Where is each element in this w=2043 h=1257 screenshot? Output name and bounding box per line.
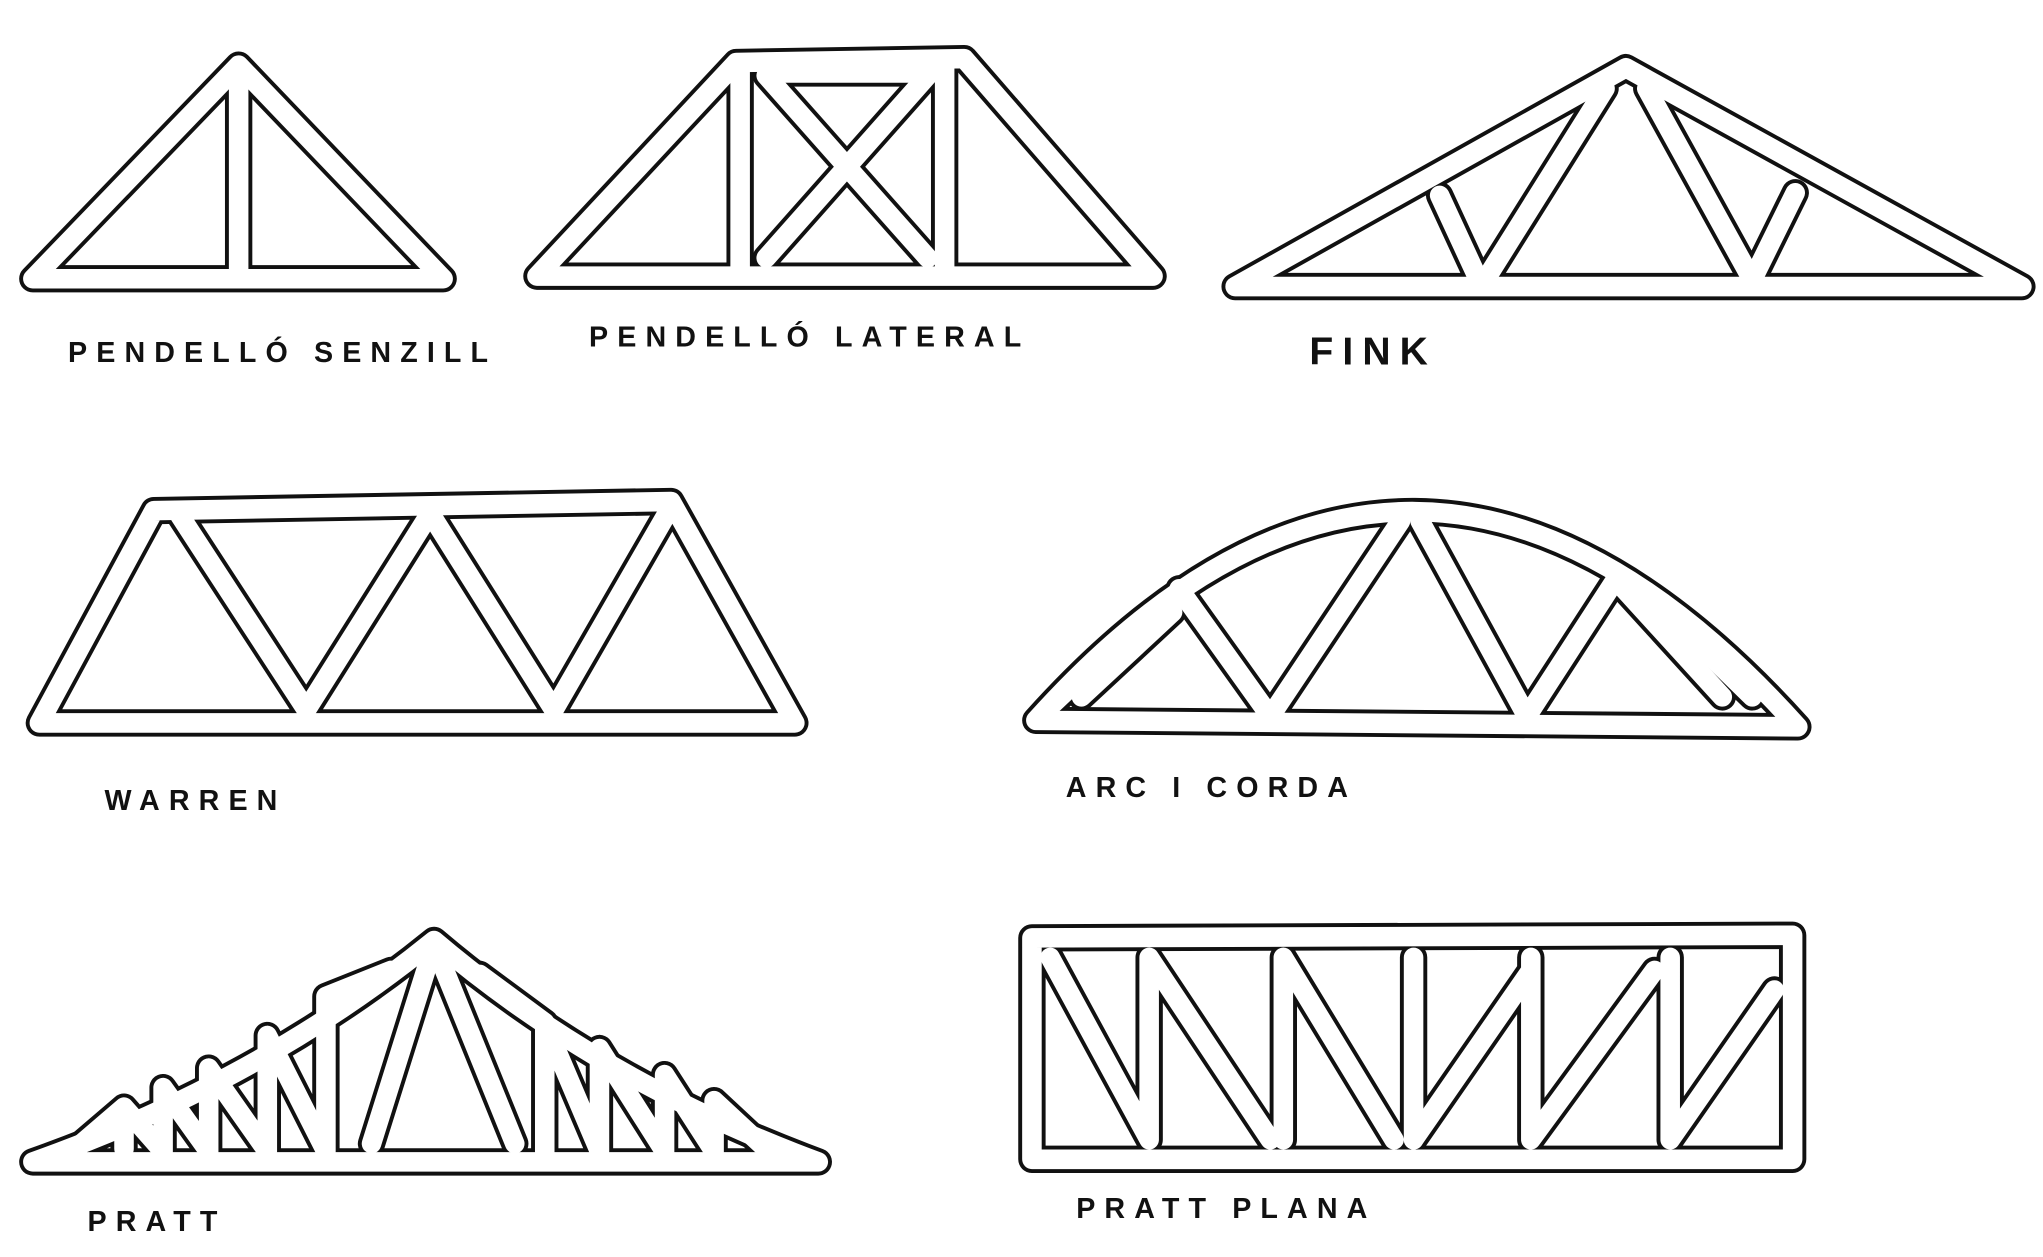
truss-member [1221,54,2036,301]
truss-member [1032,582,1189,724]
truss-member [1225,57,2032,297]
truss-member [68,960,401,1162]
truss-member [1022,925,1803,1170]
truss-pendello-senzill [19,51,457,293]
truss-pratt [19,926,832,1176]
truss-member [1742,183,1806,290]
truss-member [361,934,444,1154]
truss-fink [1221,54,2036,301]
truss-member [1631,579,1763,707]
truss-member [424,934,525,1154]
truss-warren [25,487,809,737]
truss-pendello-lateral [523,44,1167,290]
truss-member [29,491,805,733]
label-arc-i-corda: ARC I CORDA [1066,772,1357,804]
label-pendello-lateral: PENDELLÓ LATERAL [589,319,1030,353]
label-pratt-plana: PRATT PLANA [1076,1193,1376,1225]
label-fink: FINK [1309,331,1437,374]
truss-member [1403,947,1785,1150]
truss-member [1040,947,1424,1150]
truss-member [1636,78,1763,290]
truss-member [1475,78,1615,290]
truss-member [1429,185,1489,290]
label-pendello-senzill: PENDELLÓ SENZILL [68,335,497,369]
truss-member [170,503,677,720]
label-warren: WARREN [104,785,286,817]
truss-member [756,65,938,268]
truss-arc-i-corda [1022,497,1812,741]
truss-member [1605,569,1733,707]
truss-member [1410,511,1626,727]
truss-member [469,964,779,1162]
truss-member [1169,511,1411,727]
truss-pratt-plana [1018,921,1807,1173]
label-pratt: PRATT [88,1206,227,1238]
truss-member [1071,602,1183,707]
